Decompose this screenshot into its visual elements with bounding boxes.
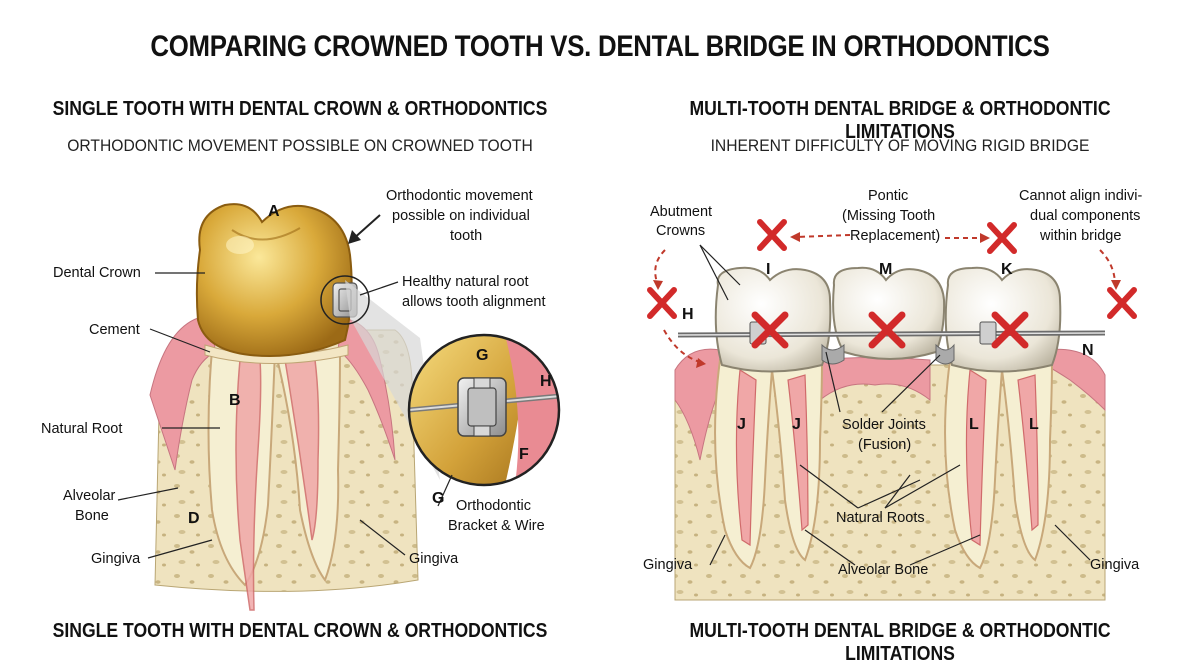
- label-natural-roots: Natural Roots: [836, 510, 925, 526]
- left-subheading: ORTHODONTIC MOVEMENT POSSIBLE ON CROWNED…: [67, 136, 533, 155]
- label-l-1: L: [969, 416, 979, 433]
- label-healthy-root-1: Healthy natural root: [402, 274, 529, 290]
- right-footer: MULTI-TOOTH DENTAL BRIDGE & ORTHODONTIC …: [689, 620, 1111, 665]
- label-j-1: J: [737, 416, 746, 433]
- root-canal: [235, 359, 262, 611]
- label-abutment-2: Crowns: [656, 223, 706, 239]
- label-gingiva-left: Gingiva: [91, 551, 141, 567]
- label-alveolar-bone-bridge: Alveolar Bone: [838, 562, 929, 578]
- label-gingiva-right: Gingiva: [409, 551, 459, 567]
- page-title: COMPARING CROWNED TOOTH VS. DENTAL BRIDG…: [150, 30, 1050, 63]
- label-healthy-root-2: allows tooth alignment: [402, 294, 546, 310]
- label-f-zoom: F: [519, 446, 529, 463]
- label-pontic-1: Pontic: [868, 188, 909, 204]
- label-d: D: [188, 510, 200, 527]
- label-n: N: [1082, 342, 1094, 359]
- label-k: K: [1001, 261, 1013, 278]
- label-alveolar: Alveolar: [63, 488, 116, 504]
- bracket-zoom: [409, 335, 559, 485]
- label-i: I: [766, 261, 771, 278]
- bridge-crowns: [714, 266, 1062, 373]
- dental-bridge-illustration: [647, 219, 1137, 601]
- label-movement-3: tooth: [450, 228, 483, 244]
- label-pontic-2: (Missing Tooth: [842, 208, 936, 224]
- abutment-crown-left: [714, 266, 832, 373]
- label-gingiva-bridge-left: Gingiva: [643, 557, 693, 573]
- label-bracket-2: Bracket & Wire: [448, 518, 545, 534]
- label-movement-1: Orthodontic movement: [386, 188, 533, 204]
- right-subheading: INHERENT DIFFICULTY OF MOVING RIGID BRID…: [710, 136, 1090, 155]
- crowned-tooth-illustration: [117, 203, 561, 611]
- gingiva-left: [149, 317, 216, 471]
- label-gingiva-bridge-right: Gingiva: [1090, 557, 1140, 573]
- label-cement: Cement: [89, 322, 140, 338]
- dental-crown: [195, 203, 353, 357]
- label-solder-1: Solder Joints: [842, 417, 926, 433]
- label-a: A: [268, 203, 280, 220]
- label-b: B: [229, 392, 241, 409]
- label-abutment-1: Abutment: [650, 204, 713, 220]
- left-heading: SINGLE TOOTH WITH DENTAL CROWN & ORTHODO…: [52, 98, 548, 120]
- label-movement-2: possible on individual: [392, 208, 530, 224]
- label-cannot-1: Cannot align indivi-: [1019, 188, 1143, 204]
- label-pontic-3: Replacement): [850, 228, 941, 244]
- cross-marks: [751, 311, 1029, 349]
- right-heading: MULTI-TOOTH DENTAL BRIDGE & ORTHODONTIC …: [689, 98, 1111, 143]
- label-h-zoom: H: [540, 373, 552, 390]
- label-natural-root: Natural Root: [41, 421, 123, 437]
- label-solder-2: (Fusion): [858, 437, 912, 453]
- left-footer: SINGLE TOOTH WITH DENTAL CROWN & ORTHODO…: [52, 620, 548, 642]
- label-dental-crown: Dental Crown: [53, 265, 141, 281]
- label-j-2: J: [792, 416, 801, 433]
- label-g-zoom: G: [476, 347, 489, 364]
- label-m: M: [879, 261, 893, 278]
- label-l-2: L: [1029, 416, 1039, 433]
- label-h-bridge: H: [682, 306, 694, 323]
- label-cannot-3: within bridge: [1040, 228, 1122, 244]
- pontic-crown: [832, 266, 946, 360]
- label-g-outer: G: [432, 490, 445, 507]
- label-cannot-2: dual components: [1030, 208, 1141, 224]
- label-bracket-1: Orthodontic: [456, 498, 531, 514]
- label-bone: Bone: [75, 508, 109, 524]
